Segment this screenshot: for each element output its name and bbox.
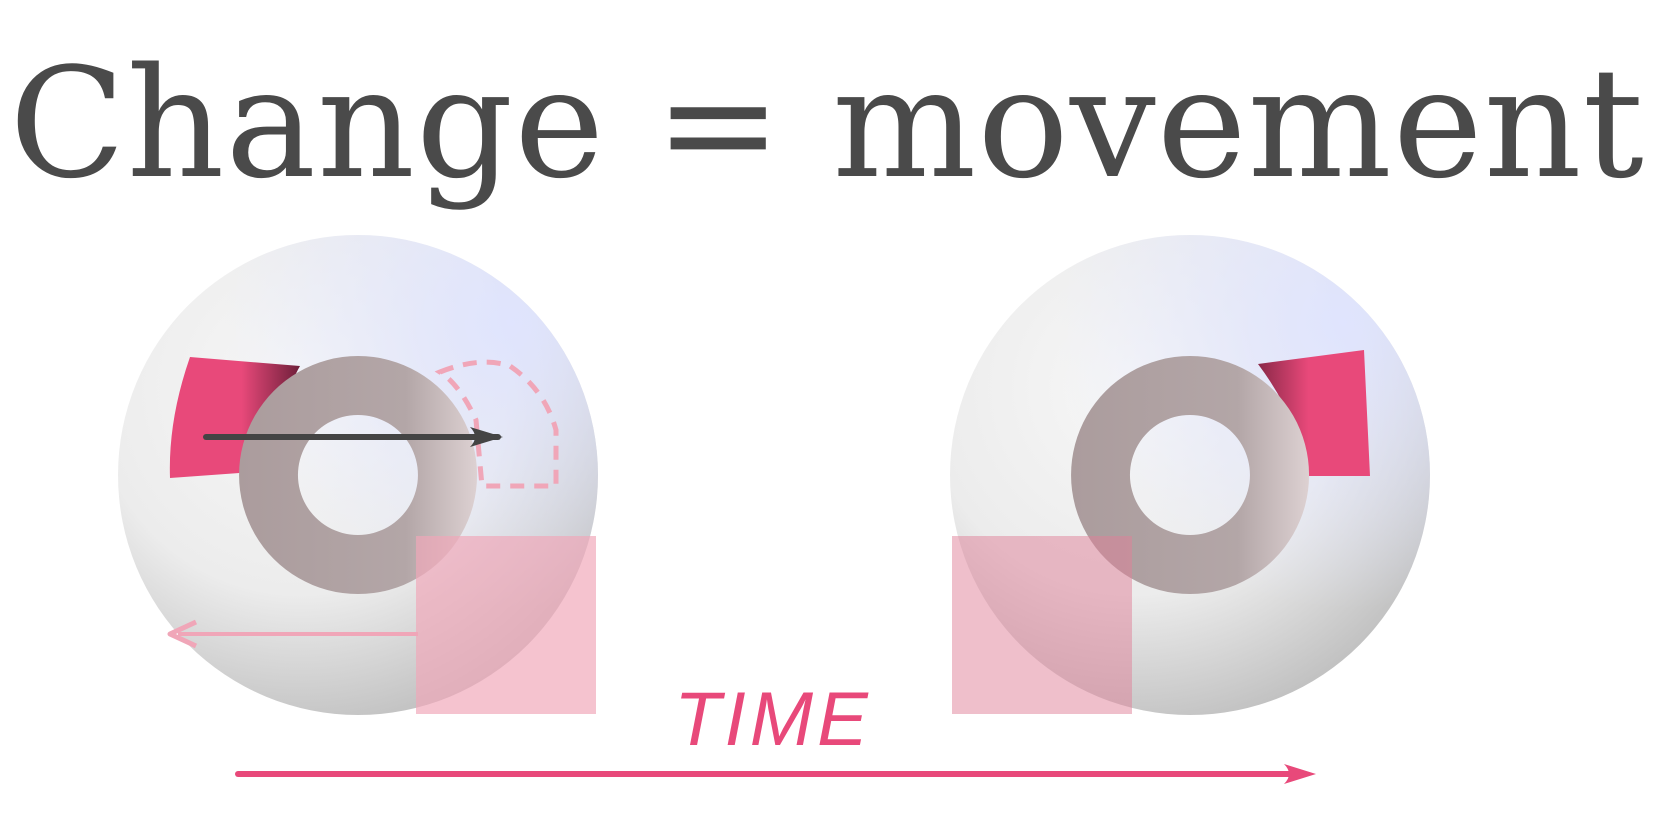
- time-arrow: [235, 764, 1316, 784]
- ball-left: [118, 235, 598, 715]
- ball-right-flag: [1258, 350, 1370, 476]
- page-title: Change = movement: [9, 35, 1645, 212]
- ball-left-ghost-flag: [434, 359, 559, 489]
- rotation-arrow: [203, 427, 503, 447]
- ball-left-ring: [239, 356, 478, 594]
- ball-left-square: [416, 536, 596, 714]
- ball-right-ring: [1071, 356, 1310, 594]
- backward-arrow: [167, 619, 418, 649]
- ball-right: [950, 235, 1430, 715]
- ball-right-square: [952, 536, 1132, 714]
- time-label: TIME: [674, 677, 872, 762]
